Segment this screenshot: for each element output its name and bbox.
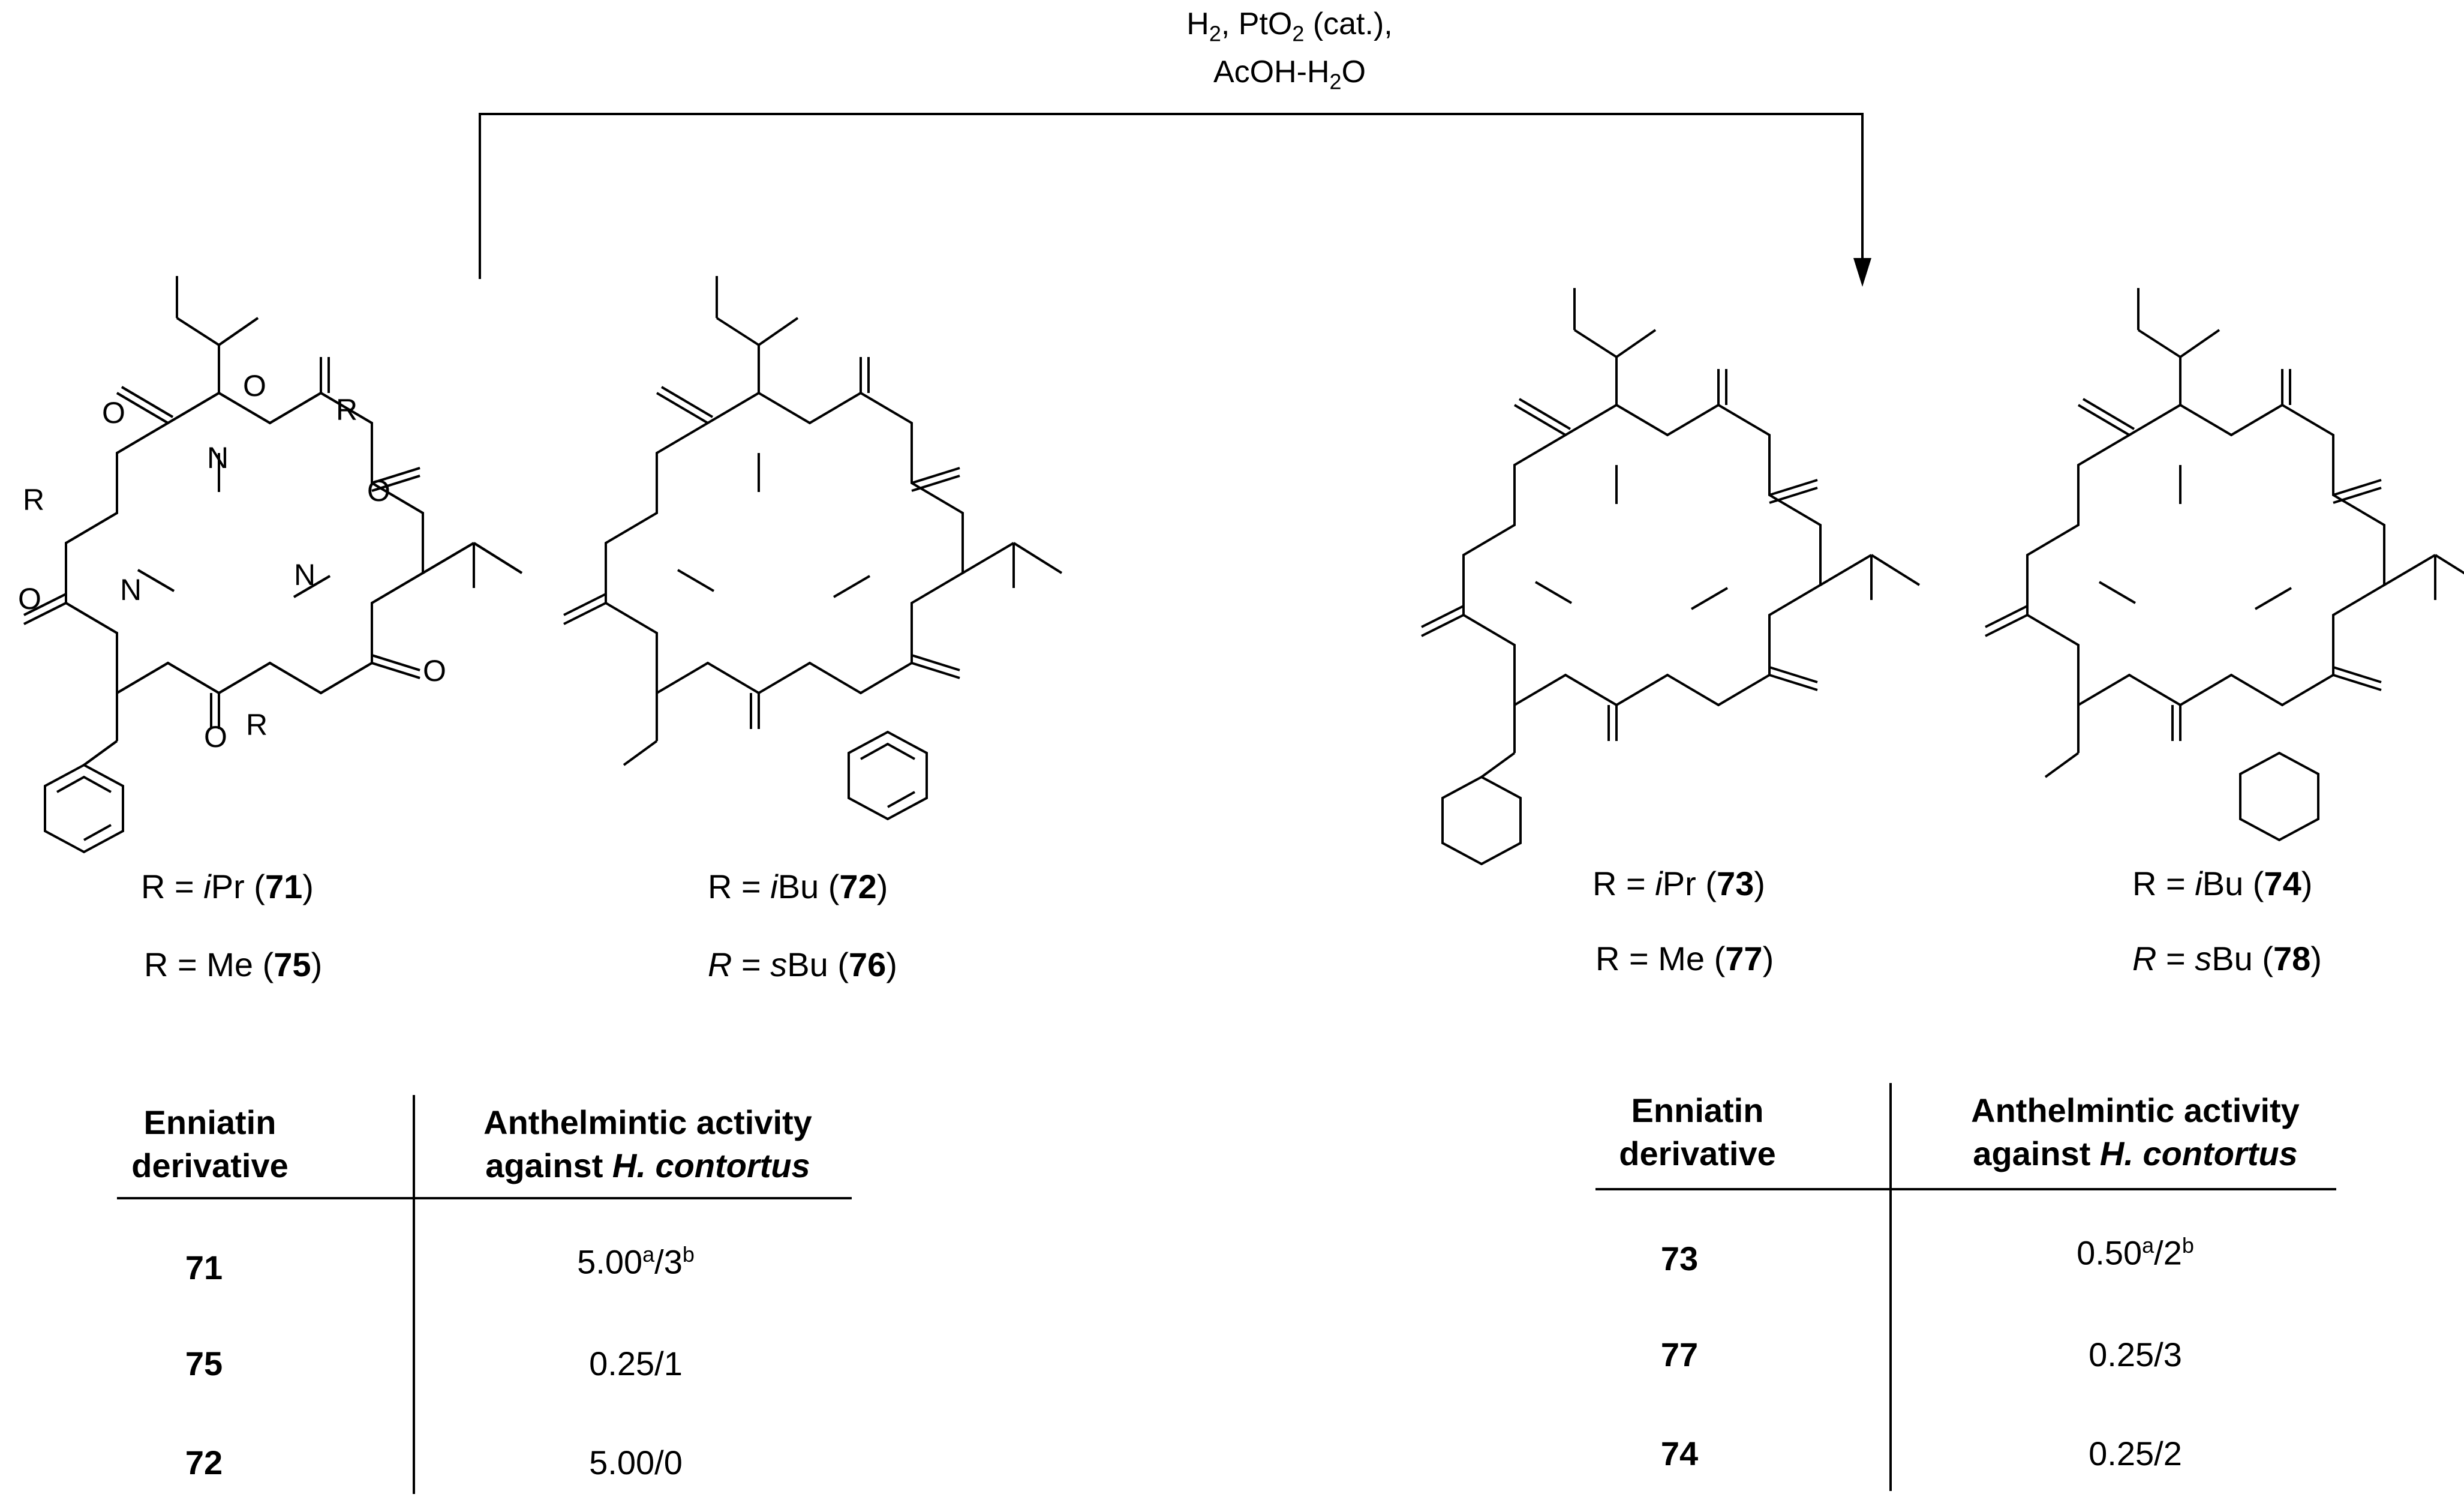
table-cell-activity: 5.00a/3b (577, 1242, 695, 1281)
atom-n: N (207, 441, 229, 475)
atom-o: O (18, 582, 41, 616)
table-cell-compound: 77 (1660, 1336, 1699, 1373)
atom-o: O (367, 474, 390, 508)
table-cell-compound: 74 (1660, 1435, 1699, 1472)
table-cell-activity: 5.00/0 (589, 1444, 683, 1481)
label-compound-71: R = iPr (71) (141, 868, 314, 905)
atom-labels: O O O N N N R R R O O O (18, 369, 446, 754)
atom-r: R (336, 393, 357, 427)
label-compound-77: R = Me (77) (1595, 940, 1774, 977)
table-cell-compound: 75 (185, 1345, 223, 1382)
label-compound-73: R = iPr (73) (1592, 865, 1765, 902)
reaction-condition-line1: H2, PtO2 (cat.), (1186, 7, 1393, 46)
label-compound-75: R = Me (75) (144, 946, 323, 983)
phenyl-ring-mid (848, 730, 928, 821)
table-cell-compound: 72 (185, 1444, 223, 1481)
label-compound-74: R = iBu (74) (2132, 865, 2313, 902)
table-cell-activity: 0.50a/2b (2077, 1233, 2194, 1272)
table-header-derivative: Enniatin derivative (1619, 1091, 1776, 1172)
atom-n: N (294, 558, 315, 592)
atom-o: O (423, 654, 446, 688)
table-cell-compound: 73 (1660, 1240, 1699, 1277)
cyclohexyl-ring-right (2239, 751, 2319, 842)
table-divider (1889, 1083, 1892, 1491)
table-header-activity: Anthelmintic activity against H. contort… (483, 1103, 812, 1184)
atom-o: O (204, 720, 227, 754)
label-compound-78: R = sBu (78) (2132, 940, 2322, 977)
structure-73-77 (1420, 287, 1921, 778)
table-rule (1595, 1188, 2336, 1190)
table-rule (117, 1197, 852, 1199)
phenyl-ring-left (44, 763, 124, 854)
atom-o: O (102, 396, 125, 430)
table-divider (413, 1095, 415, 1494)
reaction-condition-line2: AcOH-H2O (1213, 55, 1366, 94)
table-header-derivative: Enniatin derivative (131, 1103, 289, 1184)
reaction-arrow (479, 113, 1871, 287)
atom-o: O (243, 369, 266, 403)
table-cell-activity: 0.25/3 (2089, 1336, 2182, 1373)
structure-71-75 (23, 275, 523, 766)
table-cell-activity: 0.25/2 (2089, 1435, 2182, 1472)
table-cell-activity: 0.25/1 (589, 1345, 683, 1382)
structure-74-78 (1984, 287, 2464, 778)
reaction-conditions: H2, PtO2 (cat.), AcOH-H2O (1020, 5, 1559, 101)
atom-r: R (246, 708, 268, 742)
cyclohexyl-ring-left (1441, 775, 1522, 866)
atom-r: R (23, 483, 44, 517)
table-header-activity: Anthelmintic activity against H. contort… (1971, 1091, 2300, 1172)
label-compound-72: R = iBu (72) (708, 868, 888, 905)
atom-n: N (120, 573, 142, 607)
table-cell-compound: 71 (185, 1249, 223, 1286)
label-compound-76: R = sBu (76) (708, 946, 897, 983)
structure-72-76 (563, 275, 1063, 766)
